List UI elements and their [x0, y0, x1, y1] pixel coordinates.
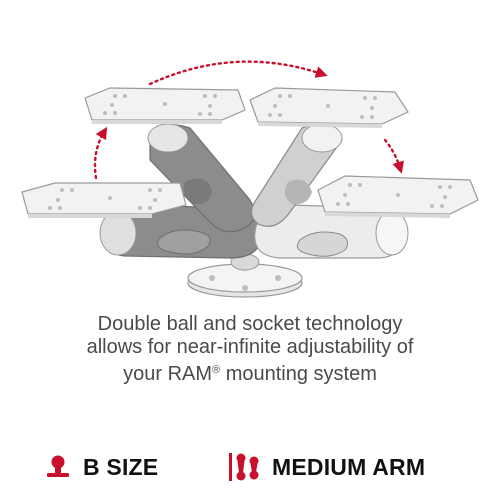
- round-base: [187, 253, 303, 298]
- caption-line-1: Double ball and socket technology: [97, 313, 403, 335]
- product-illustration: [21, 60, 479, 298]
- upper-arms: [147, 123, 343, 233]
- caption-line-2: allows for near-infinite adjustability o…: [86, 336, 414, 358]
- spec-row: B SIZE MEDIUM ARM: [0, 447, 500, 487]
- plate-right-lower: [317, 175, 479, 218]
- registered-mark: ®: [212, 364, 221, 376]
- motion-arrows: [93, 60, 404, 180]
- caption-line-3-end: mounting system: [220, 363, 377, 385]
- ball-size-icon: [47, 455, 69, 477]
- feature-caption: Double ball and socket technology allows…: [0, 313, 500, 386]
- arm-length-icon: [229, 453, 259, 481]
- plate-left-lower: [21, 182, 187, 218]
- caption-line-3-start: your RAM: [123, 363, 213, 385]
- plate-center-right: [249, 87, 409, 128]
- spec-arm-length: MEDIUM ARM: [228, 447, 425, 487]
- spec-ball-size: B SIZE: [45, 447, 158, 487]
- light-socket-arm: [254, 204, 409, 259]
- spec-arm-length-label: MEDIUM ARM: [272, 453, 426, 480]
- spec-ball-size-label: B SIZE: [83, 453, 159, 480]
- plate-center-left: [84, 87, 246, 124]
- caption-line-3: your RAM® mounting system: [0, 359, 500, 386]
